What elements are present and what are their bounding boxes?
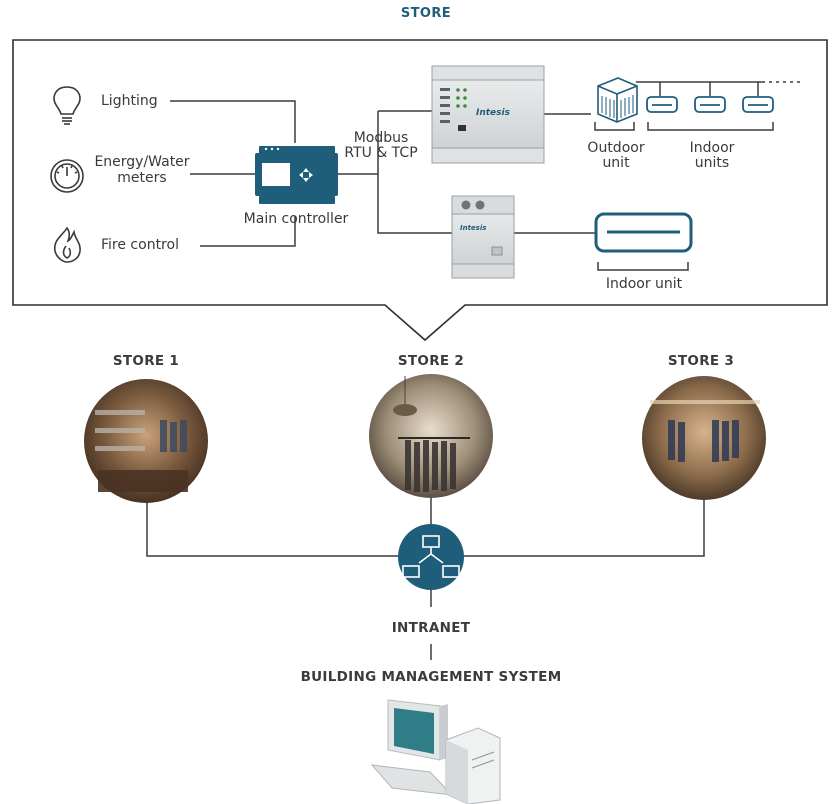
store-title: STORE xyxy=(400,6,452,21)
outdoor-unit-label-line2: unit xyxy=(602,155,630,171)
store-2-photo xyxy=(369,374,493,498)
network-icon xyxy=(398,524,464,590)
bms-label: BUILDING MANAGEMENT SYSTEM xyxy=(300,669,562,685)
network-connections xyxy=(146,493,705,660)
protocol-label-line2: RTU & TCP xyxy=(344,145,418,161)
protocol-label-line1: Modbus xyxy=(353,130,409,146)
computer-icon xyxy=(370,699,501,804)
store-connections xyxy=(170,81,800,271)
lighting-label: Lighting xyxy=(101,93,158,109)
meters-label-line1: Energy/Water xyxy=(94,154,190,170)
indoor-unit-icon xyxy=(594,212,693,253)
outdoor-unit-label-line1: Outdoor xyxy=(587,140,645,156)
indoor-units-label-line2: units xyxy=(694,155,730,171)
store-frame xyxy=(12,39,828,342)
indoor-units-label-line1: Indoor xyxy=(689,140,735,156)
indoor-unit-label: Indoor unit xyxy=(605,276,683,292)
store-2-label: STORE 2 xyxy=(397,353,465,369)
lightbulb-icon xyxy=(53,86,81,125)
meter-gauge-icon xyxy=(50,159,84,193)
store-1-label: STORE 1 xyxy=(112,353,180,369)
indoor-units-icons xyxy=(646,96,774,113)
meters-label-line2: meters xyxy=(117,170,167,186)
gateway-brand-small: Intesis xyxy=(460,224,487,232)
main-controller-device xyxy=(255,146,338,204)
store-3-label: STORE 3 xyxy=(667,353,735,369)
outdoor-unit-icon xyxy=(597,77,638,123)
fire-icon xyxy=(53,226,81,263)
intranet-label: INTRANET xyxy=(391,620,471,636)
intesis-gateway-small-device xyxy=(451,195,515,279)
main-controller-label: Main controller xyxy=(243,211,349,227)
intesis-gateway-device xyxy=(431,65,545,164)
store-1-photo xyxy=(84,379,208,503)
fire-control-label: Fire control xyxy=(101,237,179,253)
gateway-brand: Intesis xyxy=(476,108,510,118)
store-3-photo xyxy=(642,376,766,500)
